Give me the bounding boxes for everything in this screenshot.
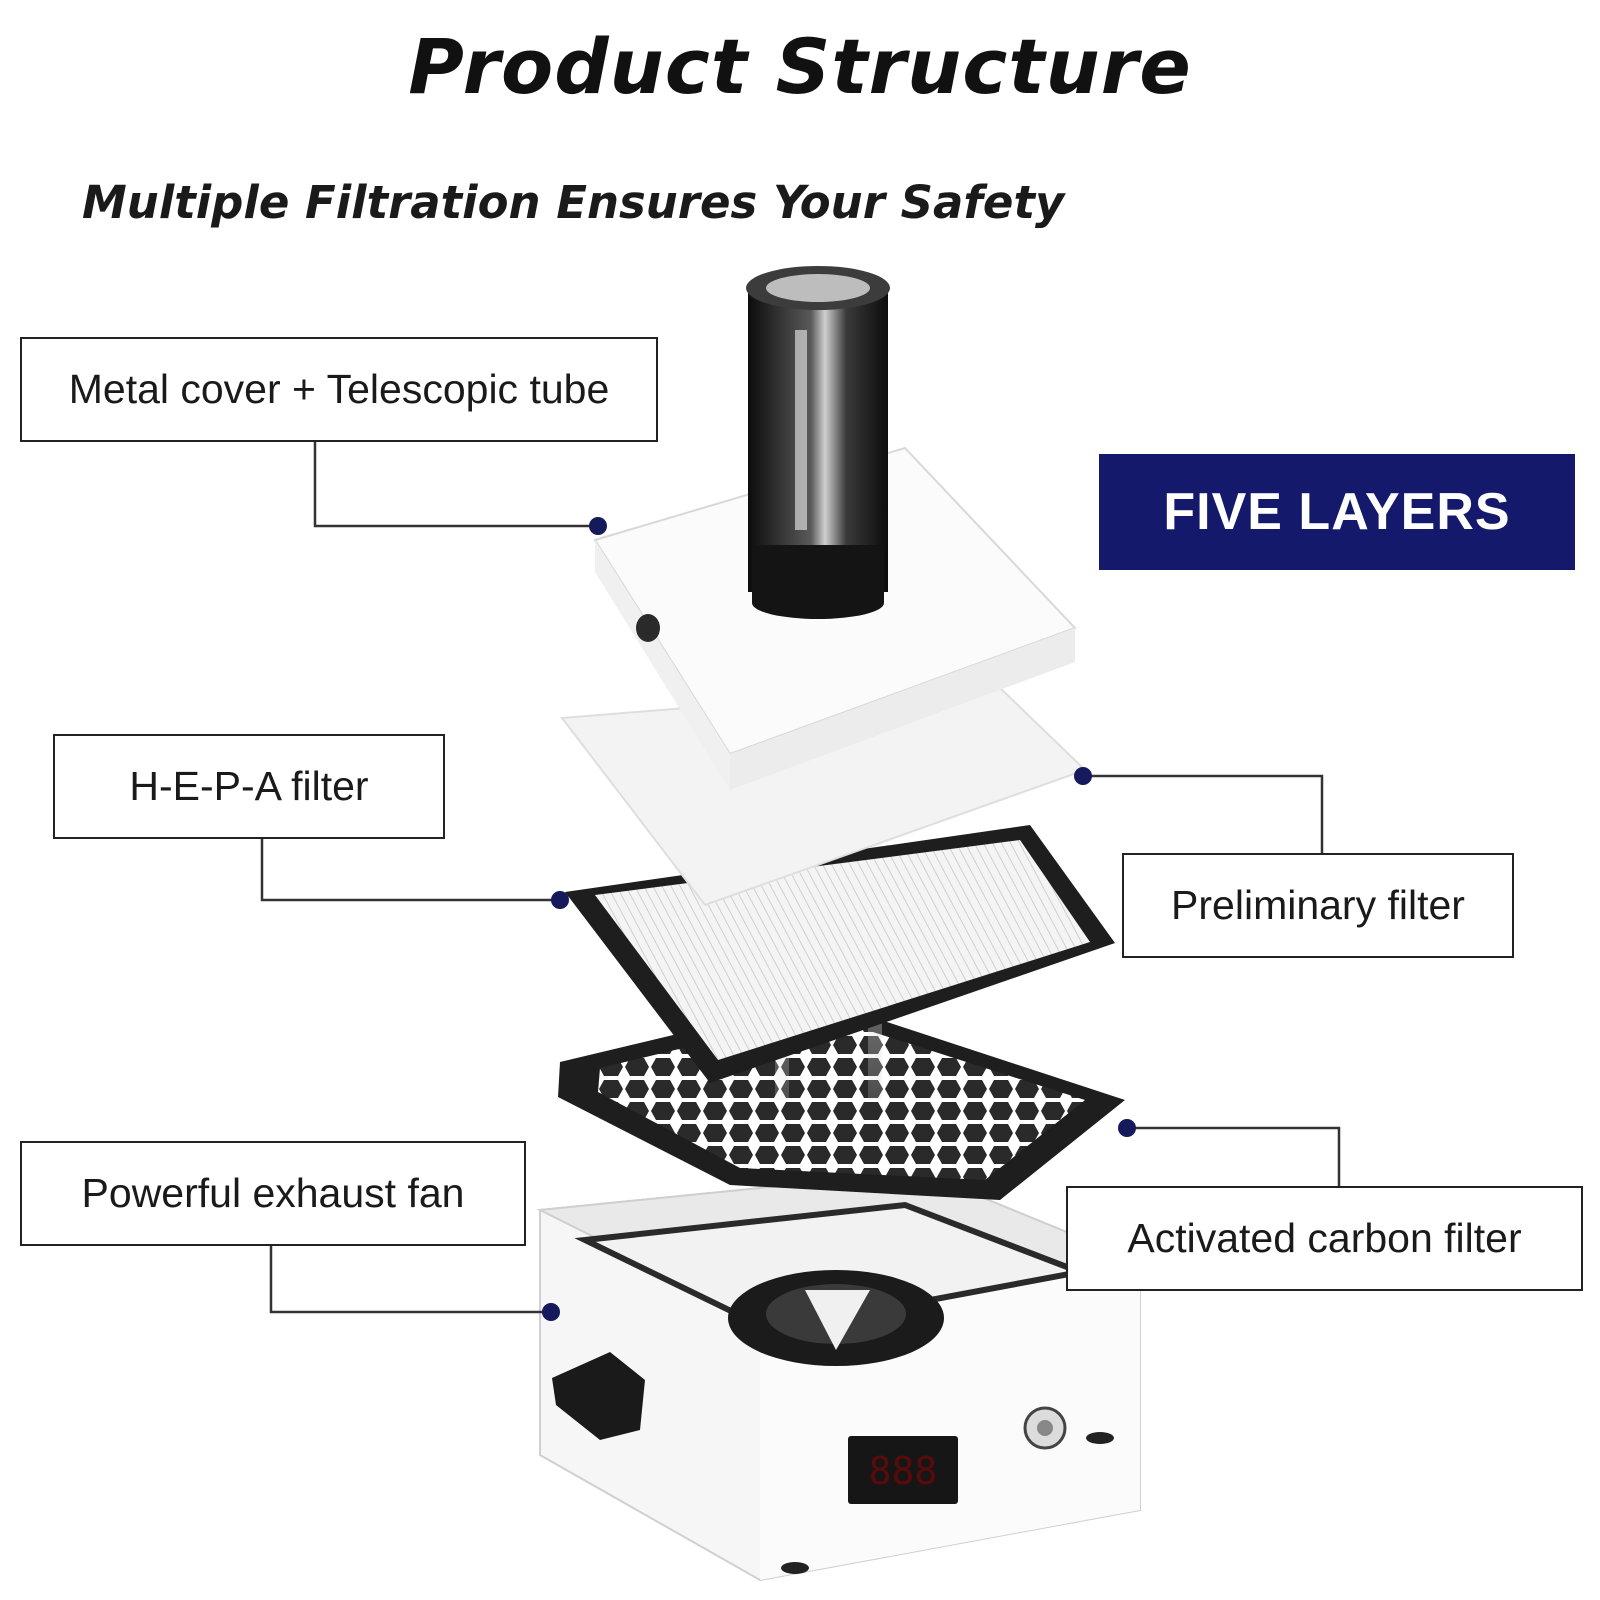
five-layers-badge: FIVE LAYERS <box>1099 454 1575 570</box>
label-exhaust-fan: Powerful exhaust fan <box>20 1141 526 1246</box>
power-switch-icon <box>552 1352 645 1440</box>
display-readout: 888 <box>869 1449 938 1493</box>
page-subtitle: Multiple Filtration Ensures Your Safety <box>82 176 1065 229</box>
telescopic-tube-icon <box>746 266 890 619</box>
speed-knob-icon <box>1023 1406 1067 1450</box>
page-title: Product Structure <box>408 22 1192 111</box>
exhaust-fan-unit: 888 <box>536 1170 1144 1582</box>
marker-dot <box>1118 1119 1136 1137</box>
fan-icon <box>728 1270 944 1366</box>
connector-preliminary <box>1083 774 1324 853</box>
label-hepa-filter: H-E-P-A filter <box>53 734 445 839</box>
connector-carbon <box>1127 1126 1341 1186</box>
marker-dot <box>542 1303 560 1321</box>
digital-display: 888 <box>848 1436 958 1504</box>
label-preliminary-filter: Preliminary filter <box>1122 853 1514 958</box>
connector-metal-cover <box>313 441 598 528</box>
connector-hepa <box>260 838 560 902</box>
marker-dot <box>1074 767 1092 785</box>
label-carbon-filter: Activated carbon filter <box>1066 1186 1583 1291</box>
label-metal-cover: Metal cover + Telescopic tube <box>20 337 658 442</box>
connector-exhaust-fan <box>269 1245 551 1314</box>
marker-dot <box>589 517 607 535</box>
marker-dot <box>551 891 569 909</box>
